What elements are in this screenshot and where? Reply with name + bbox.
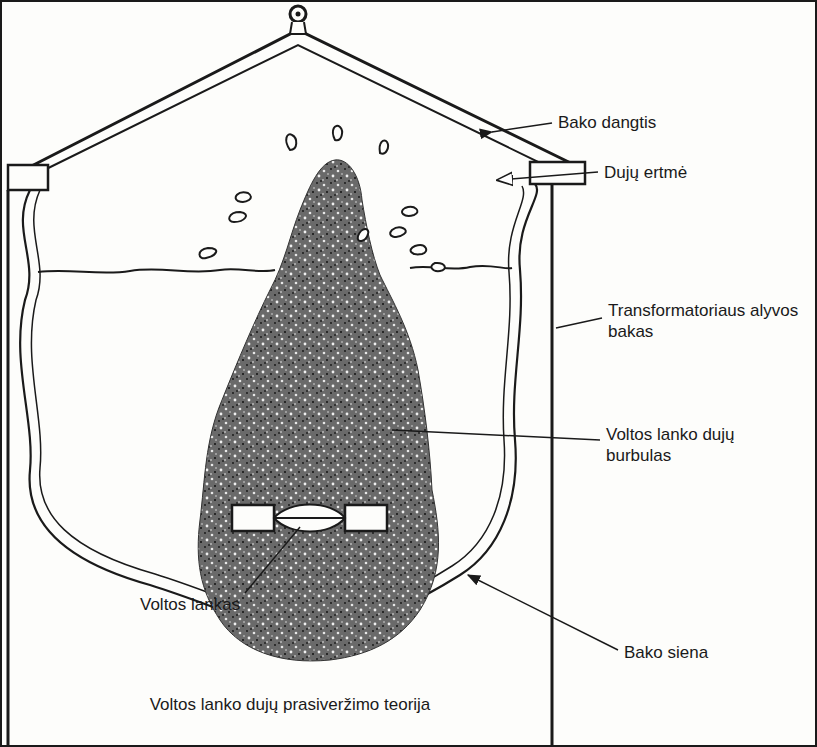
part-label: Dujų ertmė: [604, 162, 804, 183]
part-label: Bako dangtis: [558, 112, 758, 133]
part-label: Bako siena: [624, 642, 804, 663]
part-label: Voltos lankas: [140, 594, 280, 615]
part-label: Transformatoriaus alyvos bakas: [608, 300, 808, 342]
part-label: Voltos lanko dujų burbulas: [606, 424, 786, 466]
figure-caption: Voltos lanko dujų prasiveržimo teorija: [140, 694, 440, 715]
